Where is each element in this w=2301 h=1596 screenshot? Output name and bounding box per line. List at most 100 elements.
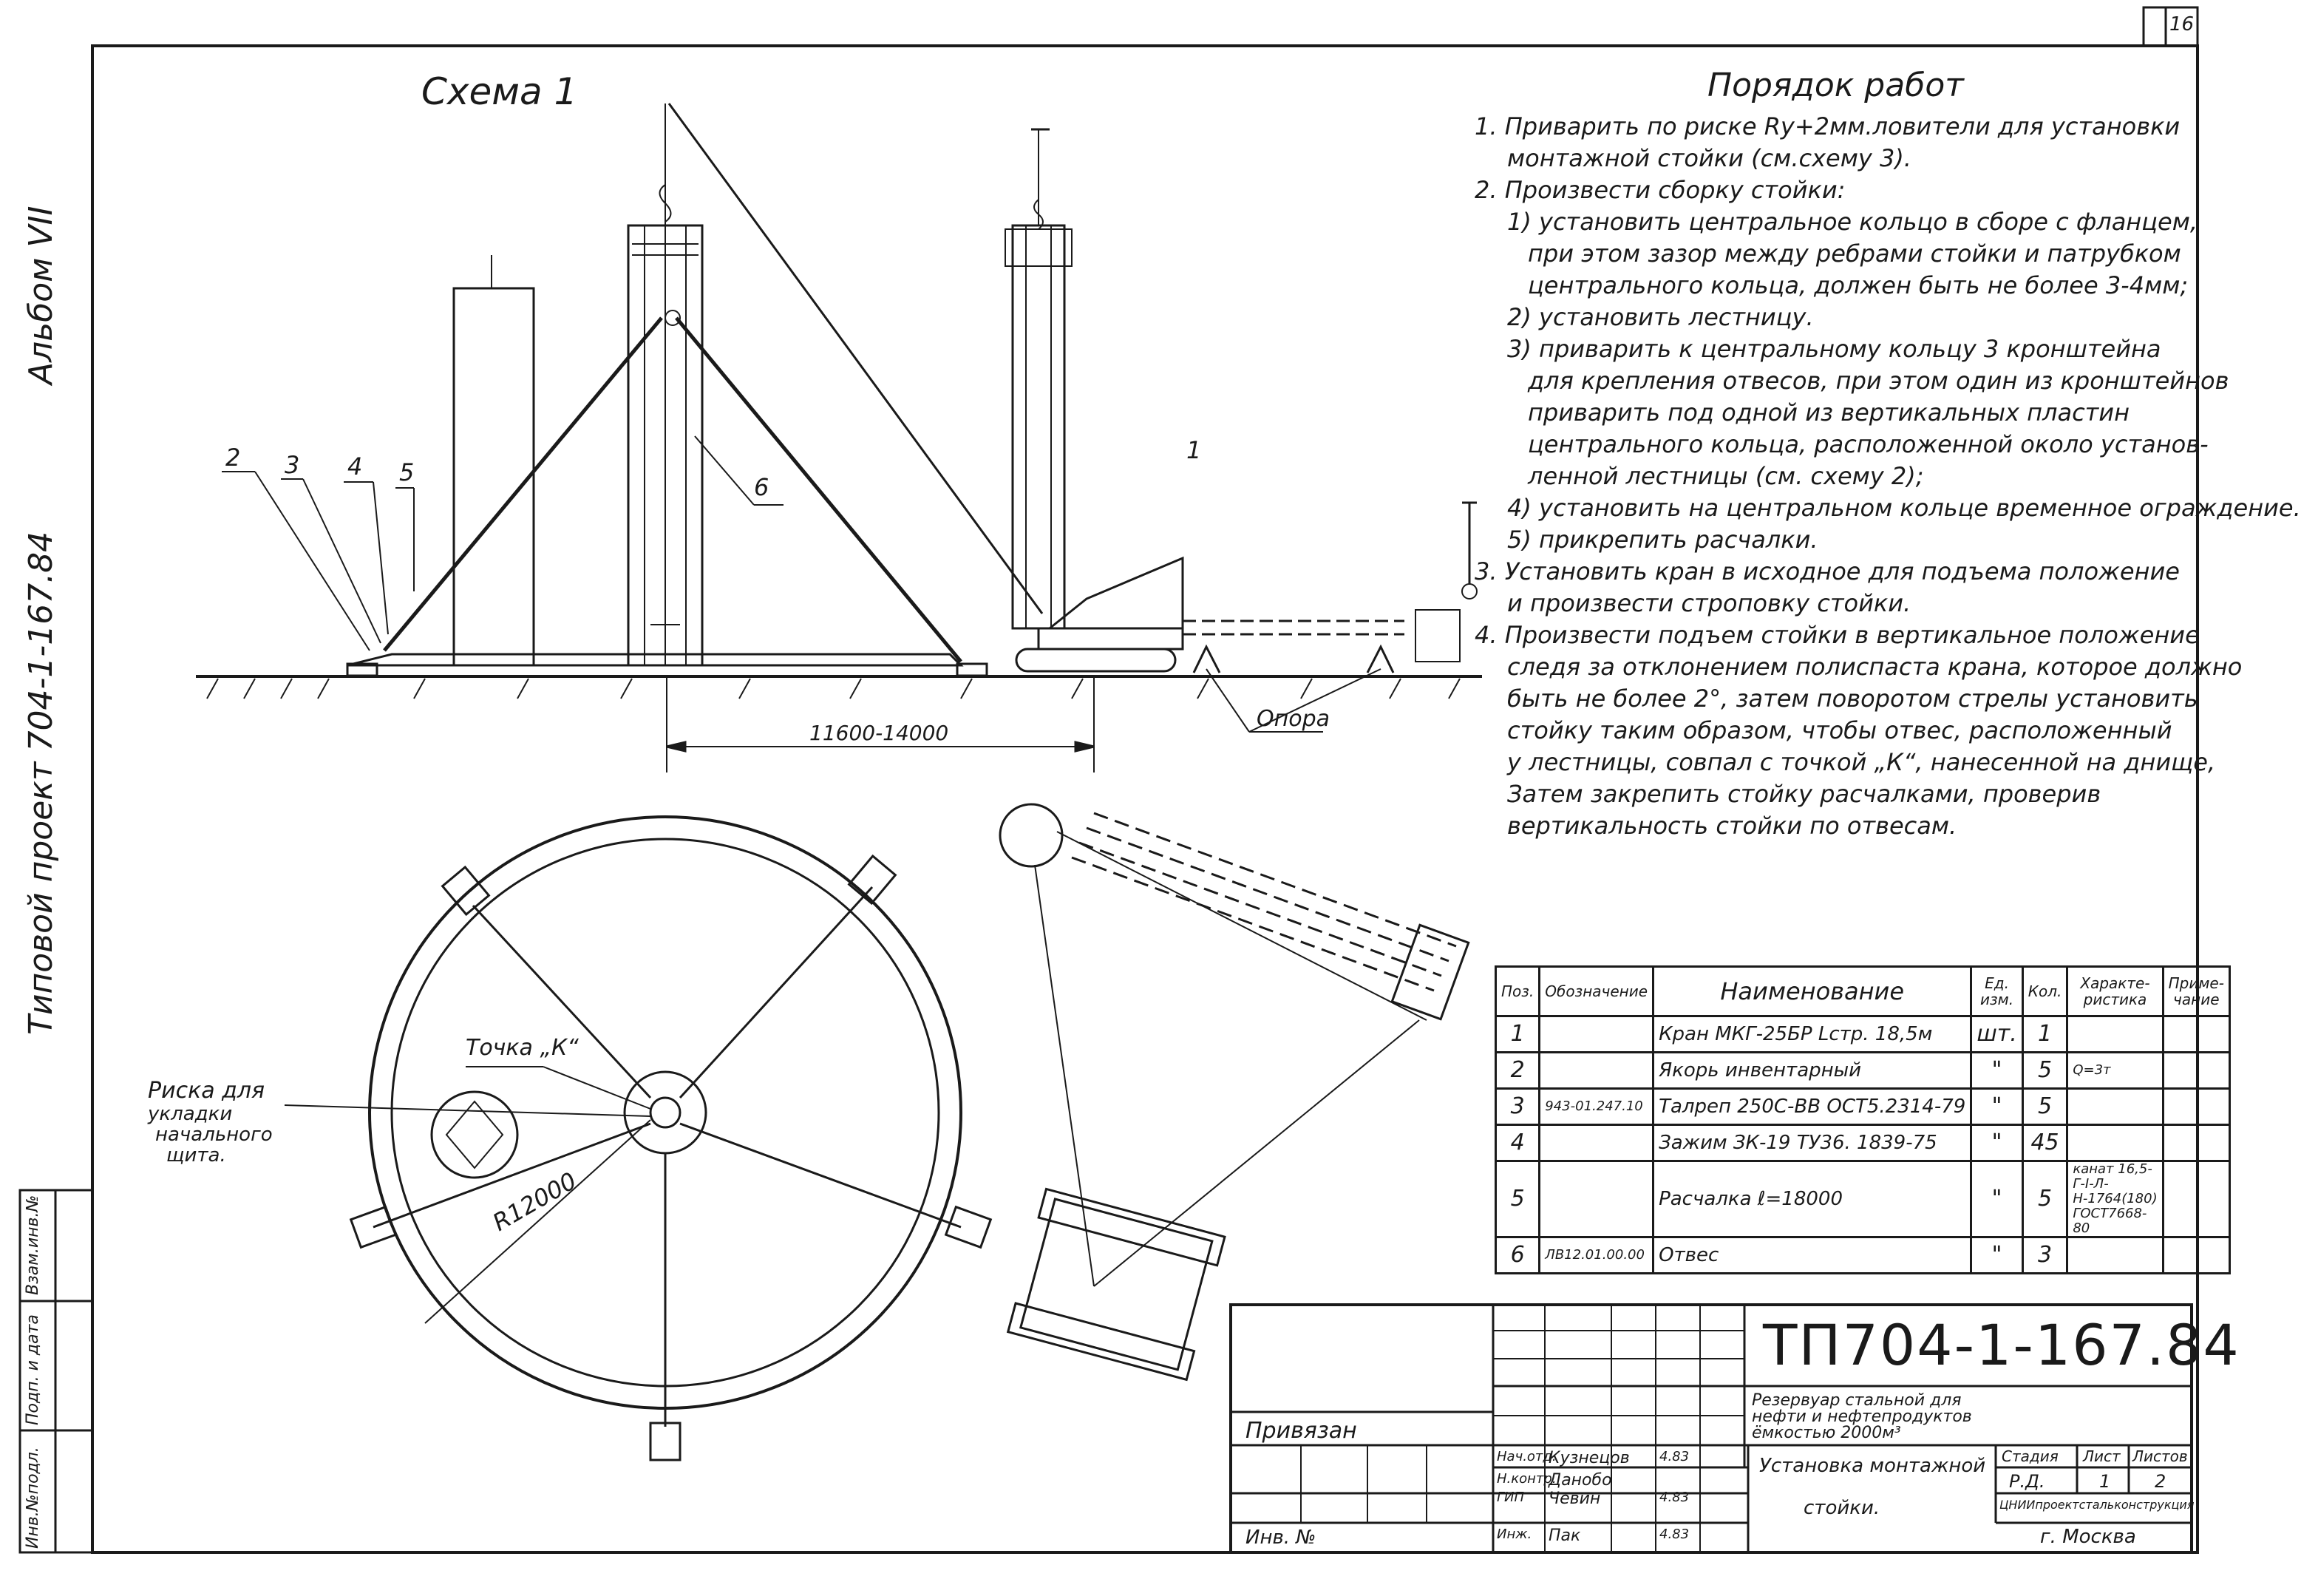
lists-header: Листов [2132,1447,2188,1465]
work-step: 3) приварить к центральному кольцу 3 кро… [1507,335,2161,363]
mounting-column [627,224,704,667]
table-cell: Зажим ЗК-19 ТУ36. 1839-75 [1652,1124,1973,1162]
ground-hatch [206,678,1461,699]
table-cell: 45 [2021,1124,2069,1162]
spec-header-qty: Кол. [2021,965,2069,1017]
work-step: у лестницы, совпал с точкой „К“, нанесен… [1507,748,2216,776]
work-step: монтажной стойки (см.схему 3). [1507,144,1911,172]
sheet-frame [91,44,2199,1554]
table-cell: 3 [1494,1087,1541,1126]
signature-cell: ГИП [1497,1490,1525,1505]
table-cell [2066,1087,2164,1126]
work-step: 4) установить на центральном кольце врем… [1507,494,2301,522]
table-cell [1538,1015,1655,1053]
work-step: приварить под одной из вертикальных плас… [1528,398,2130,427]
project-label: Типовой проект 704-1-167.84 [22,531,60,1035]
support-right [1366,644,1395,673]
table-cell: " [1970,1160,2024,1238]
signature-cell: Пак [1549,1527,1581,1545]
crane-boom [667,103,1044,614]
table-cell [1538,1160,1655,1238]
scheme-elevation [196,103,1482,772]
table-cell: 1 [1494,1015,1541,1053]
table-cell [1538,1124,1655,1162]
side-stamp [18,1189,94,1554]
table-cell: " [1970,1051,2024,1090]
table-cell: 943-01.247.10 [1538,1087,1655,1126]
work-step: 4. Произвести подъем стойки в вертикальн… [1475,621,2200,649]
list-value: 1 [2099,1471,2111,1492]
work-step: 3. Установить кран в исходное для подъем… [1475,557,2180,585]
table-cell: шт. [1970,1015,2024,1053]
spec-header-name: Наименование [1652,965,1973,1017]
table-cell: канат 16,5-Г-I-Л-Н-1764(180) ГОСТ7668-80 [2066,1160,2164,1238]
hatch [430,1090,519,1179]
guy-rope-right [675,316,962,663]
signature-cell: Н.контр. [1497,1471,1557,1487]
table-cell [2066,1236,2164,1274]
callout-2: 2 [225,444,241,472]
signature-cell: 4.83 [1659,1449,1690,1464]
work-step: вертикальность стойки по отвесам. [1507,812,1957,840]
work-step: центрального кольца, расположенной около… [1528,430,2209,458]
boom-plan [1071,812,1457,992]
work-step: Затем закрепить стойку расчалками, прове… [1507,780,2101,808]
signature-cell: Инж. [1497,1527,1532,1542]
callout-5: 5 [399,458,415,486]
table-cell: 5 [2021,1087,2069,1126]
table-cell [2161,1015,2231,1053]
table-cell [1538,1051,1655,1090]
work-step: 2. Произвести сборку стойки: [1475,176,1846,204]
table-cell: 4 [1494,1124,1541,1162]
spec-header-char: Характе- ристика [2066,965,2164,1017]
album-label: Альбом VII [22,206,60,384]
spec-header-note: Приме- чание [2161,965,2231,1017]
object-line-3: ёмкостью 2000м³ [1752,1424,1901,1442]
signature-cell: Чевин [1549,1490,1601,1508]
table-cell: Талреп 250С-ВВ ОСТ5.2314-79 [1652,1087,1973,1126]
title-block-grid [1229,1303,2193,1554]
callout-6: 6 [754,473,769,501]
work-step: 2) установить лестницу. [1507,303,1814,331]
work-step: следя за отклонением полиспаста крана, к… [1507,653,2243,681]
signature-cell: Данобо [1549,1471,1612,1490]
object-line-1: Резервуар стальной для [1752,1391,1962,1410]
signature-cell: 4.83 [1659,1490,1690,1505]
work-step: при этом зазор между ребрами стойки и па… [1528,240,2181,268]
table-cell: 2 [1494,1051,1541,1090]
side-stamp-inv: Инв.№подл. [24,1447,42,1549]
sheet-number: 16 [2169,13,2195,35]
signature-cell: Кузнецов [1549,1449,1630,1467]
work-step: 5) прикрепить расчалки. [1507,526,1818,554]
signature-cell: 4.83 [1659,1527,1690,1542]
lists-value: 2 [2155,1471,2166,1492]
table-cell [2066,1015,2164,1053]
org-name: ЦНИИпроектстальконструкция [1999,1498,2195,1512]
scheme-title: Схема 1 [421,70,578,113]
base-plate [347,653,964,667]
table-cell: " [1970,1087,2024,1126]
spec-table: Поз. Обозначение Наименование Ед. изм. К… [1494,965,2231,1274]
sheet-title-1: Установка монтажной [1759,1455,1986,1477]
side-stamp-sign: Подп. и дата [24,1314,42,1425]
table-cell: Расчалка ℓ=18000 [1652,1160,1973,1238]
point-k-label: Точка „К“ [466,1035,579,1061]
scheme-plan [284,803,1470,1461]
sheet-title-2: стойки. [1804,1497,1880,1519]
crawler-plan [1006,1187,1226,1382]
mark-label-1: Риска для [148,1078,265,1104]
inv-label: Инв. № [1245,1527,1316,1549]
dimension-label: 11600-14000 [809,721,949,745]
radius-line [424,1119,651,1324]
guy-rope-left [383,316,663,652]
spec-header-designation: Обозначение [1538,965,1655,1017]
support-left [1192,644,1221,673]
stage-header: Стадия [2002,1447,2059,1465]
table-cell: 5 [2021,1051,2069,1090]
drawing-code: ТП704-1-167.84 [1763,1312,2240,1378]
mark-label-3: начального [155,1124,273,1146]
table-cell: ЛВ12.01.00.00 [1538,1236,1655,1274]
